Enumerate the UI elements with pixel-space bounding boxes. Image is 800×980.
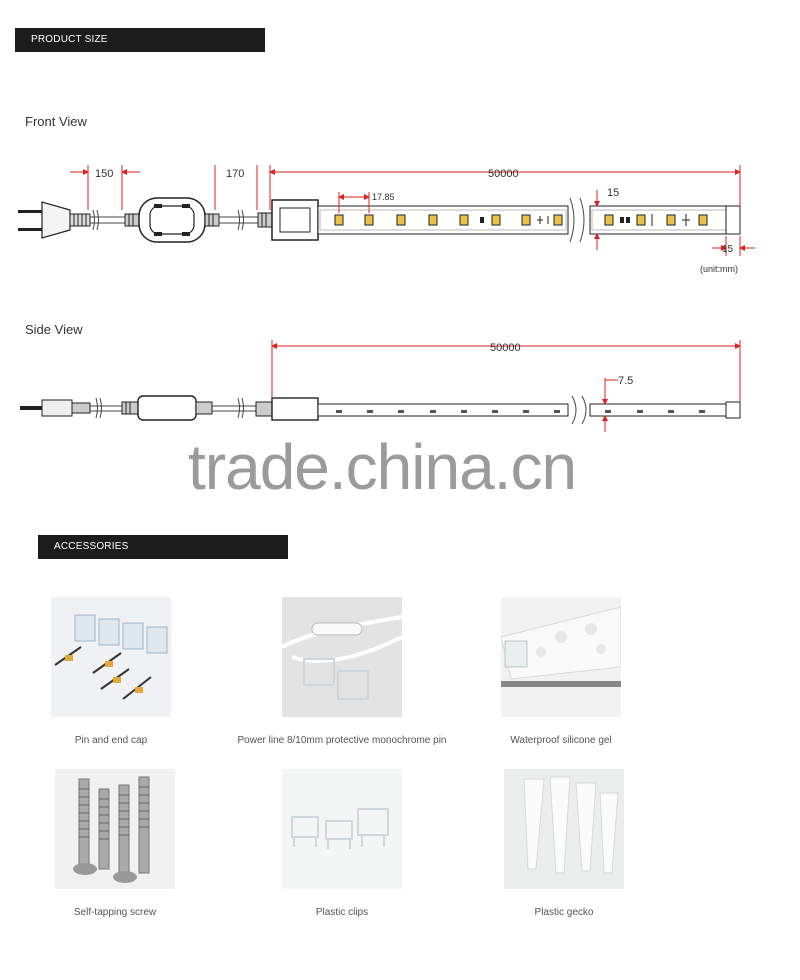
dim-plug-cable: 150 <box>95 168 113 180</box>
accessory-caption: Waterproof silicone gel <box>510 735 612 746</box>
side-view-drawing: 50000 7.5 <box>20 340 741 432</box>
controller-side <box>137 395 197 421</box>
dim-strip-width: 15 <box>607 187 619 199</box>
front-view-drawing: 150 170 50000 17.85 15 15 (unit:mm) <box>18 165 755 274</box>
plastic-gecko-photo <box>504 769 624 889</box>
plug-body <box>41 201 71 239</box>
power-line-photo <box>282 597 402 717</box>
silicone-gel-photo <box>501 597 621 717</box>
accessory-caption: Self-tapping screw <box>73 907 157 918</box>
accessory-caption: Plastic clips <box>315 907 369 918</box>
accessory-plastic-gecko: Plastic gecko <box>503 769 625 918</box>
accessory-pin-end-cap: Pin and end cap <box>50 597 172 746</box>
accessory-silicone-gel: Waterproof silicone gel <box>500 597 622 746</box>
watermark-text: trade.china.cn <box>188 431 577 503</box>
screw-photo <box>55 769 175 889</box>
dim-led-pitch: 17.85 <box>372 192 395 202</box>
product-size-header: PRODUCT SIZE <box>15 28 265 52</box>
dim-strip-height: 7.5 <box>618 375 633 387</box>
accessory-caption: Pin and end cap <box>74 735 148 746</box>
accessory-power-line: Power line 8/10mm protective monochrome … <box>222 597 462 746</box>
accessory-caption: Power line 8/10mm protective monochrome … <box>237 735 447 746</box>
accessory-caption: Plastic gecko <box>534 907 594 918</box>
dim-strip-length: 50000 <box>488 168 519 180</box>
unit-note: (unit:mm) <box>700 264 738 274</box>
dim-side-length: 50000 <box>490 342 521 354</box>
dim-end-width: 15 <box>722 244 734 255</box>
product-size-diagram: 150 170 50000 17.85 15 15 (unit:mm) <box>18 165 755 432</box>
plug-prong <box>18 210 42 213</box>
plug-prong <box>18 228 42 231</box>
strip-connector <box>271 199 319 241</box>
accessories-header: ACCESSORIES <box>38 535 288 559</box>
accessory-self-tapping-screw: Self-tapping screw <box>54 769 176 918</box>
front-view-label: Front View <box>25 114 87 129</box>
dim-controller-cable: 170 <box>226 168 244 180</box>
end-cap <box>725 205 741 235</box>
plug-neck <box>69 213 91 227</box>
led-strip-side <box>317 403 569 417</box>
pin-end-cap-photo <box>51 597 171 717</box>
accessory-plastic-clips: Plastic clips <box>281 769 403 918</box>
side-view-label: Side View <box>25 322 83 337</box>
plastic-clips-photo <box>282 769 402 889</box>
